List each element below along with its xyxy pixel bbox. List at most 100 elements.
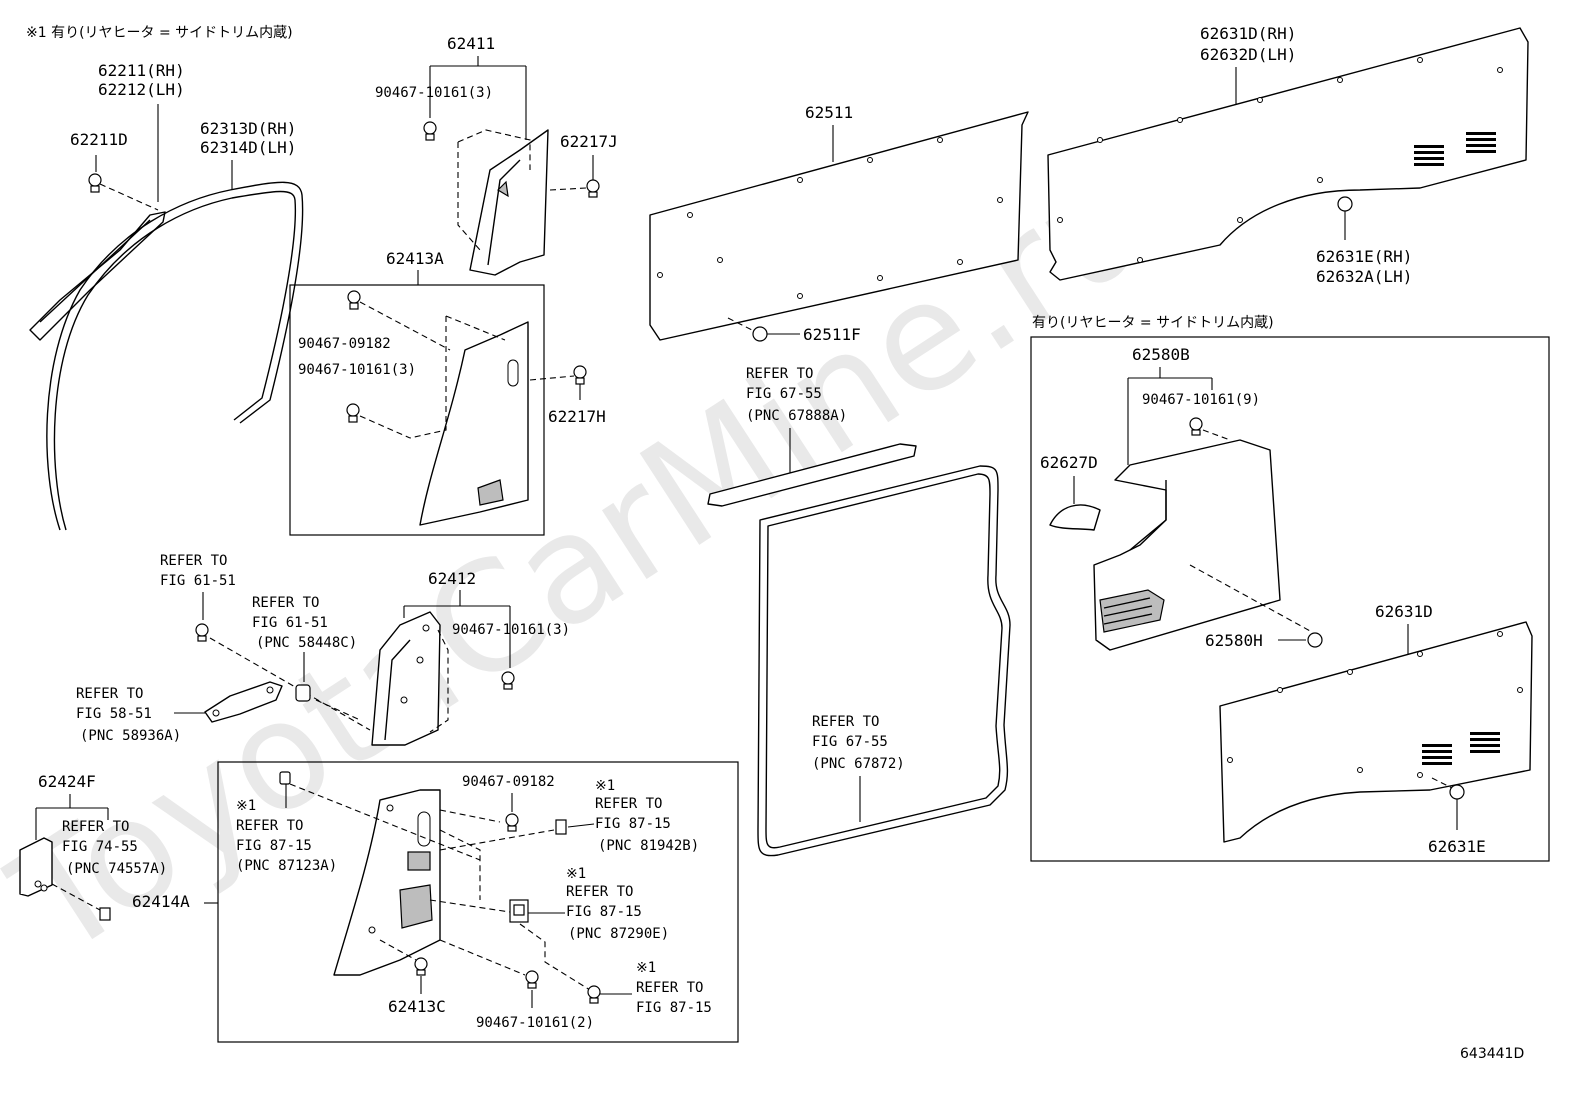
clip-90467-10161-9[interactable] [1189, 417, 1203, 436]
connector-87290E[interactable] [509, 899, 529, 923]
label-62580H[interactable]: 62580H [1205, 631, 1263, 650]
svg-text:(PNC 87290E): (PNC 87290E) [568, 926, 669, 942]
panel-62631D-RH[interactable] [1047, 27, 1529, 281]
svg-text:FIG 87-15: FIG 87-15 [566, 904, 642, 920]
clip-ref-61-51[interactable] [195, 623, 209, 642]
clip-62631E-RH[interactable] [1337, 196, 1353, 212]
label-90467-10161-9[interactable]: 90467-10161(9) [1142, 392, 1260, 408]
weatherstrip-62313D[interactable] [46, 181, 304, 531]
svg-text:※1: ※1 [566, 866, 586, 882]
label-62424F[interactable]: 62424F [38, 772, 96, 791]
assist-grip-58936A[interactable] [204, 681, 283, 723]
panel-62631D[interactable] [1219, 621, 1533, 843]
label-62313D[interactable]: 62313D(RH) [200, 119, 296, 138]
label-62314D[interactable]: 62314D(LH) [200, 138, 296, 157]
label-62413C[interactable]: 62413C [388, 997, 446, 1016]
ref-81942B[interactable]: ※1 REFER TO FIG 87-15 (PNC 81942B) [595, 778, 699, 854]
cap-ref-58448C[interactable] [295, 684, 311, 702]
svg-text:FIG 87-15: FIG 87-15 [595, 816, 671, 832]
connector-81942B[interactable] [555, 819, 567, 835]
box-rear-heater [1030, 336, 1550, 862]
label-90467-10161-3c[interactable]: 90467-10161(3) [452, 622, 570, 638]
svg-text:REFER TO: REFER TO [812, 714, 879, 730]
trim-62414A[interactable] [333, 789, 441, 976]
ref-67872[interactable]: REFER TO FIG 67-55 (PNC 67872) [812, 714, 905, 772]
label-62631E[interactable]: 62631E [1428, 837, 1486, 856]
box-62413A [289, 284, 545, 536]
ref-fig-61-51-a[interactable]: REFER TO FIG 61-51 [160, 553, 236, 589]
clip-62511F[interactable] [752, 326, 768, 342]
connector-74557A[interactable] [99, 907, 111, 921]
clip-62217J[interactable] [586, 179, 600, 198]
clip-ref-87-15[interactable] [587, 985, 601, 1004]
clip-62413C[interactable] [414, 957, 428, 976]
label-62580B[interactable]: 62580B [1132, 345, 1190, 364]
ref-fig-61-51-b[interactable]: REFER TO FIG 61-51 (PNC 58448C) [252, 595, 357, 651]
belt-molding-67888A[interactable] [707, 443, 917, 507]
label-62212[interactable]: 62212(LH) [98, 80, 185, 99]
ref-fig-58-51[interactable]: REFER TO FIG 58-51 (PNC 58936A) [76, 686, 181, 744]
label-90467-10161-3b[interactable]: 90467-10161(3) [298, 362, 416, 378]
label-62412[interactable]: 62412 [428, 569, 476, 588]
label-62211[interactable]: 62211(RH) [98, 61, 185, 80]
label-90467-09182b[interactable]: 90467-09182 [462, 774, 555, 790]
door-weatherstrip-67872[interactable] [757, 465, 1011, 857]
cover-62627D[interactable] [1049, 504, 1101, 531]
cover-62424F[interactable] [19, 837, 53, 897]
ref-67888A[interactable]: REFER TO FIG 67-55 (PNC 67888A) [746, 366, 847, 424]
svg-text:FIG 61-51: FIG 61-51 [160, 573, 236, 589]
clip-62217H[interactable] [573, 365, 587, 385]
clip-90467-10161-2[interactable] [525, 970, 539, 989]
trim-62413A[interactable] [419, 321, 529, 526]
label-62511F[interactable]: 62511F [803, 325, 861, 344]
label-62627D[interactable]: 62627D [1040, 453, 1098, 472]
label-90467-09182a[interactable]: 90467-09182 [298, 336, 391, 352]
svg-text:REFER TO: REFER TO [236, 818, 303, 834]
ref-fig-74-55[interactable]: REFER TO FIG 74-55 (PNC 74557A) [62, 819, 167, 877]
svg-text:FIG 74-55: FIG 74-55 [62, 839, 138, 855]
svg-text:REFER TO: REFER TO [62, 819, 129, 835]
clip-90467-10161c[interactable] [501, 671, 515, 690]
label-62631D[interactable]: 62631D [1375, 602, 1433, 621]
label-62511[interactable]: 62511 [805, 103, 853, 122]
label-90467-10161-3a[interactable]: 90467-10161(3) [375, 85, 493, 101]
svg-text:(PNC 58936A): (PNC 58936A) [80, 728, 181, 744]
label-90467-10161-2[interactable]: 90467-10161(2) [476, 1015, 594, 1031]
label-62632D-LH[interactable]: 62632D(LH) [1200, 45, 1296, 64]
label-62211D[interactable]: 62211D [70, 130, 128, 149]
label-62217J[interactable]: 62217J [560, 132, 618, 151]
clip-62580H[interactable] [1307, 632, 1323, 648]
trim-62412[interactable] [371, 611, 441, 746]
clip-90467-10161b[interactable] [346, 403, 360, 423]
pillar-garnish-62211[interactable] [29, 211, 166, 341]
clip-62211D[interactable] [88, 173, 102, 193]
trim-62411[interactable] [469, 129, 549, 276]
label-62631E-RH[interactable]: 62631E(RH) [1316, 247, 1412, 266]
trim-62580B[interactable] [1093, 439, 1281, 651]
label-62632A-LH[interactable]: 62632A(LH) [1316, 267, 1412, 286]
clip-90467-09182b[interactable] [505, 813, 519, 832]
connector-87123A[interactable] [279, 771, 291, 785]
svg-text:REFER TO: REFER TO [595, 796, 662, 812]
svg-text:(PNC 67888A): (PNC 67888A) [746, 408, 847, 424]
ref-87-15[interactable]: ※1 REFER TO FIG 87-15 [636, 960, 712, 1016]
svg-text:FIG 87-15: FIG 87-15 [636, 1000, 712, 1016]
panel-62511[interactable] [649, 111, 1029, 341]
clip-62631E[interactable] [1449, 784, 1465, 800]
note-rear-heater-box: 有り(リヤヒータ = サイドトリム内蔵) [1032, 315, 1274, 331]
ref-87290E[interactable]: ※1 REFER TO FIG 87-15 (PNC 87290E) [566, 866, 669, 942]
svg-text:FIG 67-55: FIG 67-55 [812, 734, 888, 750]
svg-text:※1: ※1 [636, 960, 656, 976]
label-62411[interactable]: 62411 [447, 34, 495, 53]
svg-text:※1: ※1 [595, 778, 615, 794]
clip-90467-09182a[interactable] [347, 290, 361, 310]
svg-text:REFER TO: REFER TO [636, 980, 703, 996]
clip-90467-a[interactable] [423, 121, 437, 141]
label-62413A[interactable]: 62413A [386, 249, 444, 268]
label-62631D-RH[interactable]: 62631D(RH) [1200, 24, 1296, 43]
ref-87123A[interactable]: ※1 REFER TO FIG 87-15 (PNC 87123A) [236, 798, 337, 874]
svg-text:(PNC 81942B): (PNC 81942B) [598, 838, 699, 854]
label-62414A[interactable]: 62414A [132, 892, 190, 911]
label-62217H[interactable]: 62217H [548, 407, 606, 426]
